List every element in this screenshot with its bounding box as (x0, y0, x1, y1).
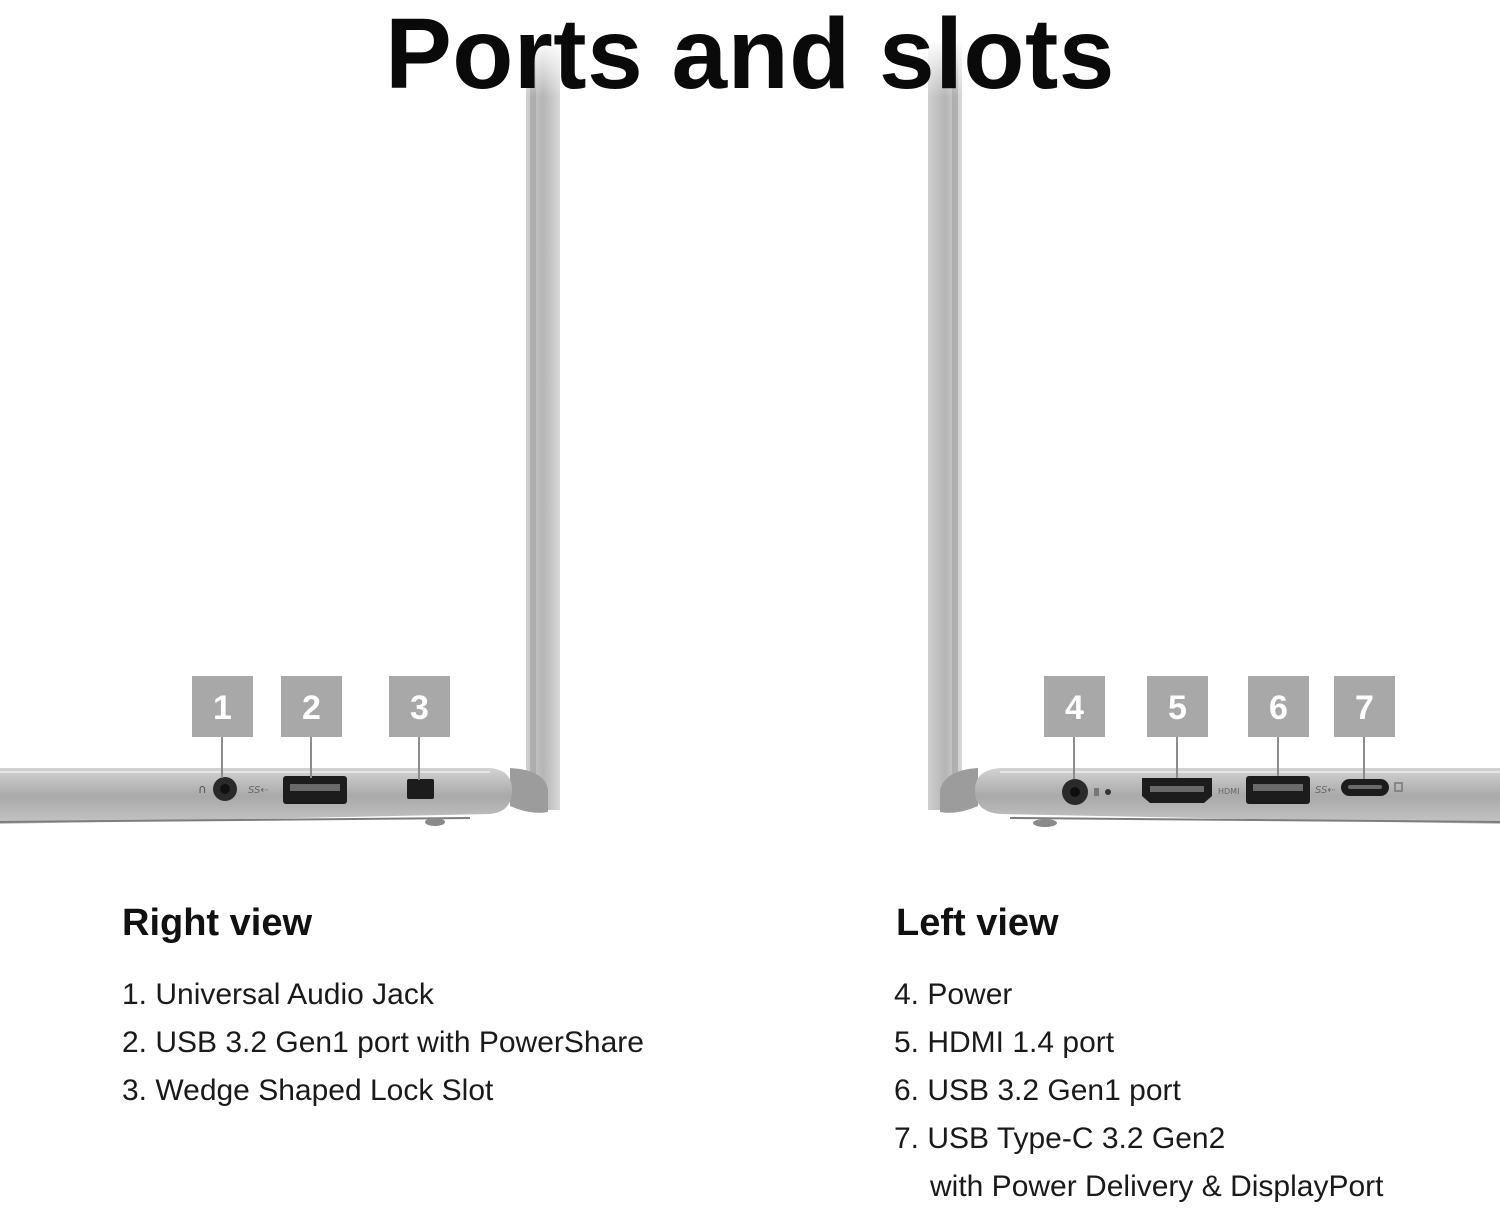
marker-7: 7 (1334, 676, 1395, 737)
list-item: 1. Universal Audio Jack (122, 978, 434, 1011)
list-item: 3. Wedge Shaped Lock Slot (122, 1074, 494, 1107)
left-hinge (940, 768, 978, 813)
left-view-heading: Left view (896, 902, 1059, 944)
audio-jack-port: ∩ (198, 777, 237, 801)
right-hinge (510, 768, 548, 813)
page-title: Ports and slots (385, 0, 1115, 110)
right-base (0, 768, 512, 824)
svg-text:2: 2 (302, 689, 321, 727)
left-view-port-list: 4. Power 5. HDMI 1.4 port 6. USB 3.2 Gen… (894, 971, 1383, 1211)
svg-text:SS⇠: SS⇠ (1315, 785, 1336, 796)
list-item: 6. USB 3.2 Gen1 port (894, 1074, 1181, 1107)
marker-3: 3 (389, 676, 450, 737)
right-view-laptop: ∩ SS⇠ 1 2 3 (0, 40, 566, 826)
svg-text:5: 5 (1168, 689, 1187, 727)
svg-text:6: 6 (1269, 689, 1288, 727)
usb-a-port-2: SS⇠ (1246, 776, 1336, 804)
svg-text:4: 4 (1065, 689, 1084, 727)
svg-text:7: 7 (1355, 689, 1374, 727)
marker-4: 4 (1044, 676, 1105, 737)
marker-1: 1 (192, 676, 253, 737)
left-view-laptop: HDMI SS⇠ 4 5 6 7 (922, 40, 1500, 827)
svg-text:3: 3 (410, 689, 429, 727)
left-base (975, 768, 1500, 824)
laptop-illustration: ∩ SS⇠ 1 2 3 (0, 40, 1500, 827)
list-item-continuation: with Power Delivery & DisplayPort (930, 1170, 1384, 1203)
marker-5: 5 (1147, 676, 1208, 737)
hdmi-port: HDMI (1142, 778, 1239, 803)
lock-slot (407, 779, 434, 799)
svg-text:HDMI: HDMI (1218, 787, 1239, 796)
power-port (1062, 779, 1111, 805)
list-item: 5. HDMI 1.4 port (894, 1026, 1115, 1059)
svg-text:1: 1 (213, 689, 232, 727)
list-item-text: 7. USB Type-C 3.2 Gen2 (894, 1122, 1226, 1155)
usb-c-port (1341, 779, 1403, 796)
svg-text:∩: ∩ (198, 782, 207, 796)
right-view-heading: Right view (122, 902, 313, 944)
marker-2: 2 (281, 676, 342, 737)
svg-text:SS⇠: SS⇠ (248, 785, 269, 796)
usb-a-port-1: SS⇠ (248, 776, 347, 804)
list-item: 7. USB Type-C 3.2 Gen2 with Power Delive… (894, 1115, 1383, 1211)
marker-6: 6 (1248, 676, 1309, 737)
right-view-port-list: 1. Universal Audio Jack 2. USB 3.2 Gen1 … (122, 971, 644, 1115)
list-item: 4. Power (894, 978, 1013, 1011)
list-item: 2. USB 3.2 Gen1 port with PowerShare (122, 1026, 644, 1059)
